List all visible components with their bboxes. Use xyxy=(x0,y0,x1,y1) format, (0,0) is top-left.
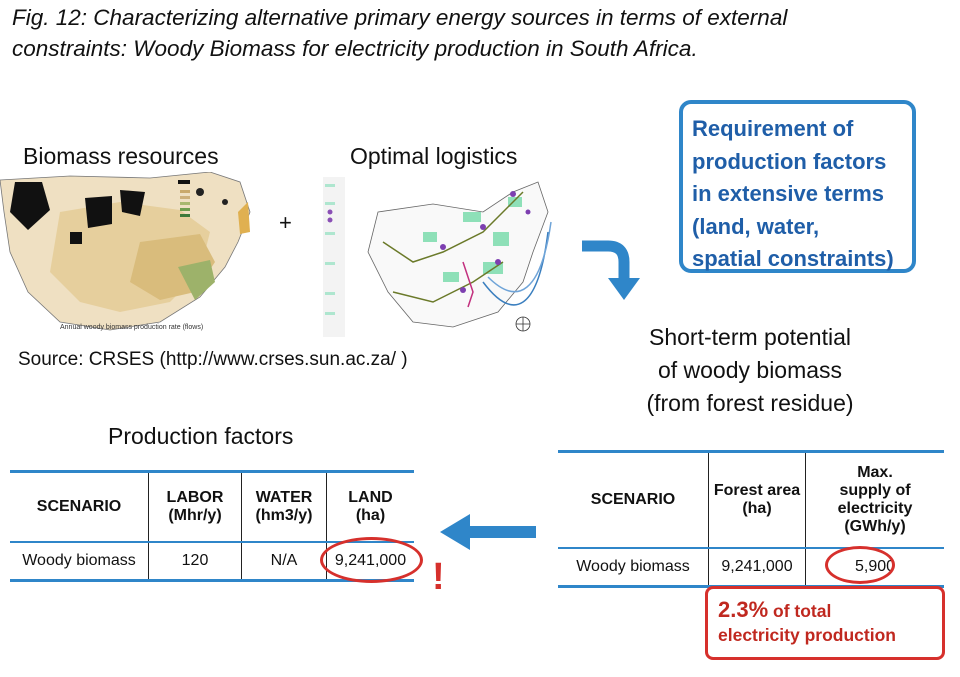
header-max-unit: (GWh/y) xyxy=(844,518,906,535)
cell-scenario-right: Woody biomass xyxy=(576,558,690,575)
exclamation-mark: ! xyxy=(432,556,445,598)
curved-arrow-icon xyxy=(582,240,640,300)
header-forest-area: Forest area (ha) xyxy=(708,451,806,549)
production-factors-table: SCENARIO LABOR (Mhr/y) WATER (hm3/y) LAN… xyxy=(10,470,414,582)
header-land-title: LAND xyxy=(348,489,393,506)
short-term-line1: Short-term potential xyxy=(649,324,851,350)
header-scenario-right: SCENARIO xyxy=(558,451,709,549)
figure-title-line2: constraints: Woody Biomass for electrici… xyxy=(12,36,698,61)
requirement-line2: production factors xyxy=(692,148,887,174)
plus-sign: + xyxy=(279,210,292,235)
header-max-line3: electricity xyxy=(837,500,913,517)
header-water-unit: (hm3/y) xyxy=(255,507,313,524)
header-land: LAND (ha) xyxy=(326,471,414,543)
short-term-line3: (from forest residue) xyxy=(646,390,854,416)
percent-value: 2.3% xyxy=(718,597,769,622)
source-citation: Source: CRSES (http://www.crses.sun.ac.z… xyxy=(18,349,408,370)
requirement-line5: spatial constraints) xyxy=(692,246,894,271)
percent-line2: electricity production xyxy=(718,625,896,645)
header-scenario: SCENARIO xyxy=(10,471,149,543)
header-labor-title: LABOR xyxy=(166,489,224,506)
figure-title-line1: Fig. 12: Characterizing alternative prim… xyxy=(12,5,788,30)
percentage-callout: 2.3% of total electricity production xyxy=(705,586,945,660)
header-water: WATER (hm3/y) xyxy=(241,471,327,543)
header-labor-unit: (Mhr/y) xyxy=(168,507,222,524)
potential-table: SCENARIO Forest area (ha) Max. supply of… xyxy=(558,450,944,588)
requirement-line1: Requirement of xyxy=(692,116,854,141)
header-water-title: WATER xyxy=(255,489,313,506)
short-term-potential-label: Short-term potential of woody biomass (f… xyxy=(600,321,900,420)
supply-highlight-ring xyxy=(825,546,895,584)
biomass-resources-label: Biomass resources xyxy=(23,143,219,169)
requirement-line4: (land, water, xyxy=(692,213,820,239)
left-arrow-icon xyxy=(440,514,536,550)
cell-forest-area: 9,241,000 xyxy=(708,548,806,587)
land-highlight-ring xyxy=(320,537,423,583)
header-forest-area-title: Forest area xyxy=(713,482,801,499)
percent-suffix: of total xyxy=(768,601,832,621)
optimal-logistics-map xyxy=(323,172,555,342)
header-max-line1: Max. xyxy=(857,464,893,481)
header-max-line2: supply of xyxy=(839,482,911,499)
short-term-line2: of woody biomass xyxy=(657,357,843,383)
cell-labor: 120 xyxy=(148,542,242,581)
cell-water: N/A xyxy=(241,542,327,581)
production-factors-label: Production factors xyxy=(108,423,294,449)
left-map-caption: Annual woody biomass production rate (fl… xyxy=(60,324,203,331)
requirement-box: Requirement of production factors in ext… xyxy=(679,100,916,273)
figure-title: Fig. 12: Characterizing alternative prim… xyxy=(12,2,942,64)
optimal-logistics-label: Optimal logistics xyxy=(350,143,518,169)
cell-scenario: Woody biomass xyxy=(22,552,136,569)
header-labor: LABOR (Mhr/y) xyxy=(148,471,242,543)
header-forest-area-unit: (ha) xyxy=(742,500,772,517)
header-land-unit: (ha) xyxy=(355,507,386,524)
header-max-supply: Max. supply of electricity (GWh/y) xyxy=(805,451,944,549)
requirement-line3: in extensive terms xyxy=(692,181,884,206)
biomass-resources-map: Annual woody biomass production rate (fl… xyxy=(0,172,262,334)
